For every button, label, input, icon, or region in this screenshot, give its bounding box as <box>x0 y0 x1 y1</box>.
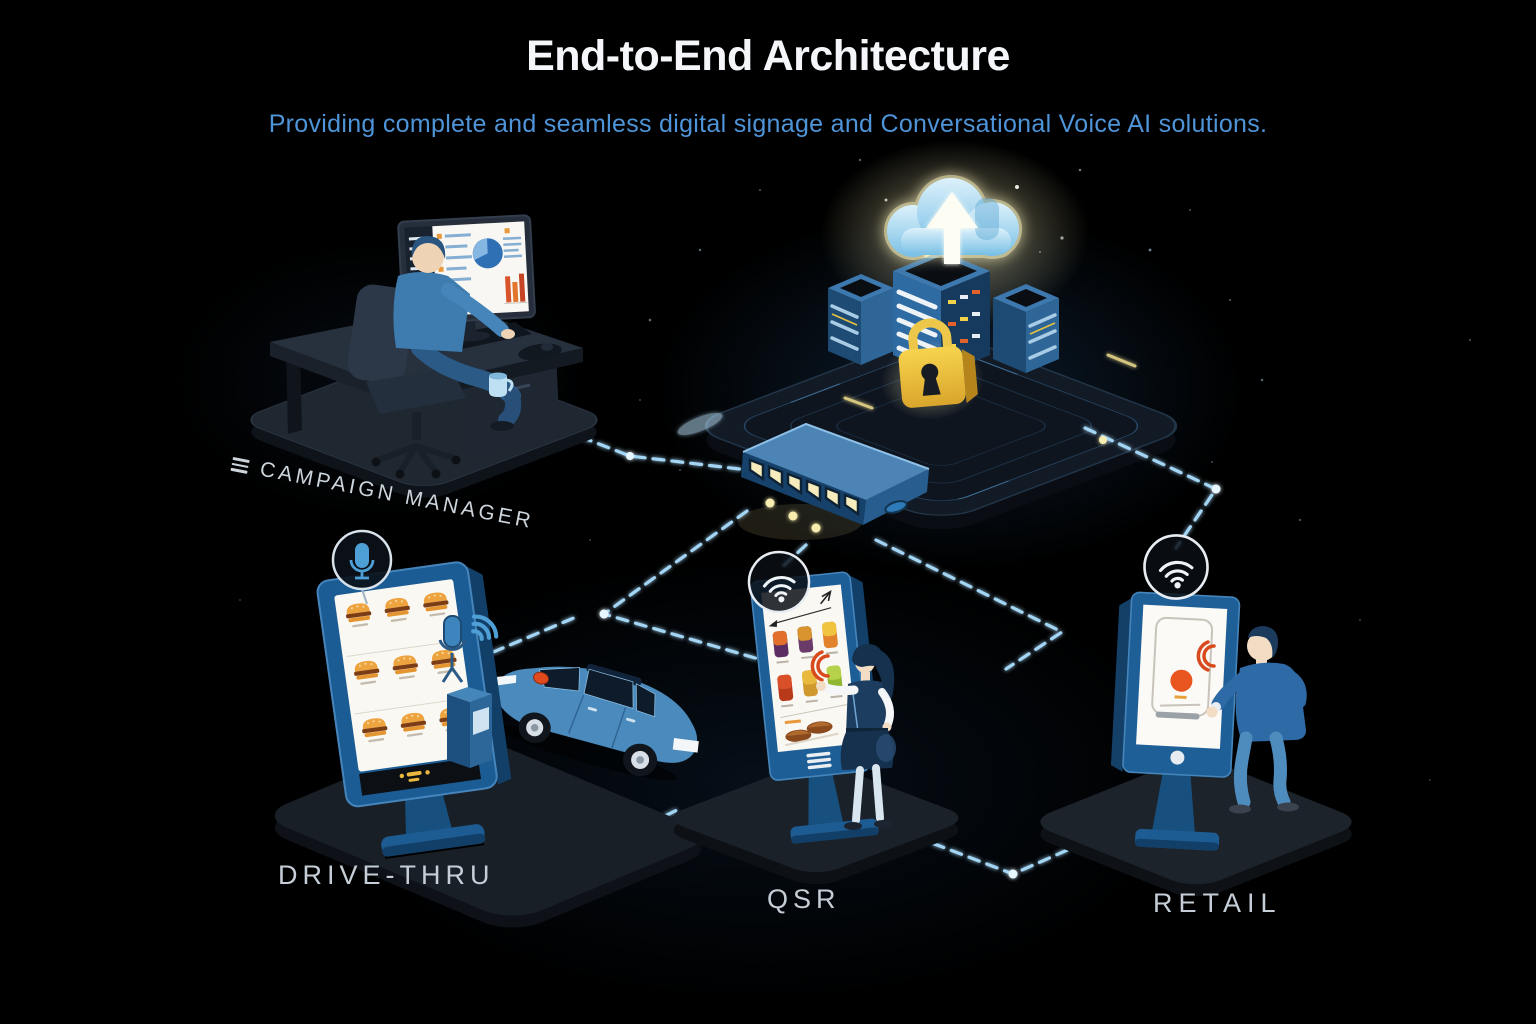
coffee-mug <box>489 372 514 397</box>
qsr-node <box>673 546 959 885</box>
qsr-label: QSR <box>767 884 841 914</box>
upload-arrow-icon <box>926 192 978 264</box>
kiosk-menu-icon <box>806 751 832 770</box>
server-rack-right <box>993 284 1059 373</box>
page-title: End-to-End Architecture <box>526 32 1010 80</box>
food-items <box>785 721 839 747</box>
retail-customer <box>1196 626 1307 814</box>
secure-cloud-data-center <box>820 140 1090 421</box>
dashboard-text-block <box>502 228 523 259</box>
self-order-kiosk <box>749 571 882 844</box>
retail-platform <box>1040 759 1352 897</box>
campaign-manager-node <box>250 214 598 498</box>
retail-node <box>1040 531 1352 897</box>
drink-items <box>772 621 843 708</box>
car-mirror <box>533 671 549 685</box>
drive-thru-label: DRIVE-THRU <box>278 860 495 890</box>
menu-board-footer <box>359 757 482 796</box>
kiosk-screen-content <box>768 590 848 747</box>
retail-screen-content <box>1151 616 1214 720</box>
security-lock-icon <box>880 318 985 421</box>
switch-ports <box>748 458 860 517</box>
kiosk-home-button <box>1170 750 1185 765</box>
car-taillight <box>672 738 699 753</box>
network-switch <box>738 422 930 540</box>
drive-thru-node <box>274 529 702 928</box>
car-wheels <box>518 712 658 777</box>
retail-label: RETAIL <box>1153 888 1282 918</box>
upload-cloud-icon <box>884 175 1022 264</box>
page-subtitle: Providing complete and seamless digital … <box>268 110 1268 138</box>
retail-wifi-icon <box>1140 531 1212 603</box>
server-rack-left <box>828 274 894 365</box>
retail-kiosk <box>1110 591 1241 851</box>
dashboard-pie-chart <box>472 238 503 269</box>
menu-board-logo <box>399 770 430 782</box>
drive-thru-microphone <box>438 615 467 683</box>
voice-mic-icon <box>331 529 393 591</box>
qsr-customer <box>810 644 896 830</box>
speaker-post <box>447 687 492 768</box>
car <box>492 663 699 781</box>
dashboard-bar-chart <box>504 273 528 305</box>
menu-icon <box>230 457 250 474</box>
car-headlight <box>495 674 517 686</box>
